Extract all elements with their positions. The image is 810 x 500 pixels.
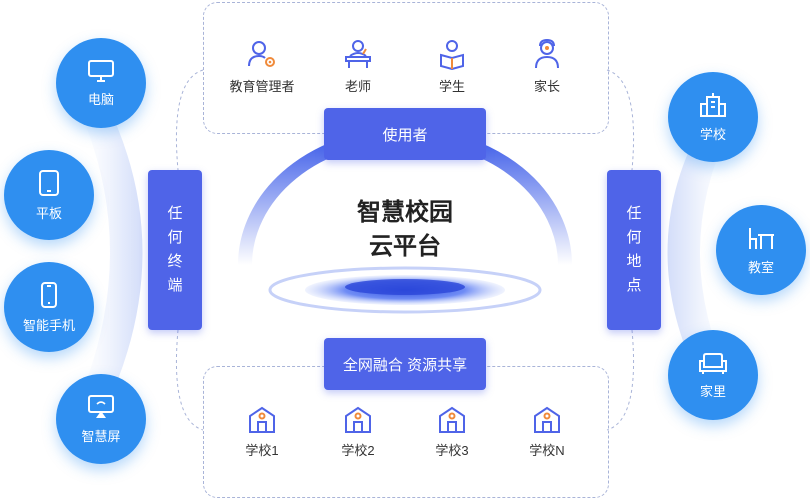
platform-title-line2: 云平台: [369, 233, 441, 260]
terminal-label: 智慧屏: [81, 428, 121, 444]
user-parent: 家长: [507, 38, 587, 95]
parent-icon: [535, 38, 559, 69]
school-item: 学校N: [507, 404, 587, 459]
user-admin: 教育管理者: [222, 38, 302, 95]
platform-title: 智慧校园 云平台: [305, 196, 505, 264]
place-classroom: 教室: [716, 205, 806, 295]
school-item: 学校3: [412, 404, 492, 459]
user-student: 学生: [412, 38, 492, 95]
platform-ring: [268, 266, 542, 314]
smartphone-icon: [41, 281, 57, 308]
left-glow: [70, 90, 143, 420]
school-label: 学校1: [245, 443, 279, 458]
school-building-icon: [534, 406, 560, 433]
school-item: 学校2: [318, 404, 398, 459]
right-glow: [667, 110, 740, 400]
place-label: 学校: [699, 126, 726, 142]
school-label: 学校2: [341, 443, 375, 458]
connector: [175, 329, 204, 431]
user-label: 家长: [533, 79, 560, 94]
platform-core: [345, 279, 465, 295]
terminal-smartphone: 智能手机: [4, 262, 94, 352]
user-teacher: 老师: [318, 38, 398, 95]
any-terminal-bar: 任 何 终 端: [148, 170, 202, 330]
user-label: 老师: [344, 79, 371, 94]
school-label: 学校3: [435, 443, 469, 458]
student-reading-icon: [440, 40, 464, 70]
terminal-tablet: 平板: [4, 150, 94, 240]
user-label: 学生: [438, 79, 465, 94]
tablet-icon: [39, 169, 59, 196]
place-label: 教室: [747, 259, 774, 275]
school-building-icon: [439, 406, 465, 433]
terminal-computer: 电脑: [56, 38, 146, 128]
school-item: 学校1: [222, 404, 302, 459]
sofa-icon: [699, 352, 727, 374]
any-place-bar: 任 何 地 点: [607, 170, 661, 330]
school-icon: [700, 92, 726, 117]
platform-title-line1: 智慧校园: [357, 199, 453, 226]
user-label: 教育管理者: [229, 79, 295, 94]
school-label: 学校N: [529, 443, 565, 458]
school-building-icon: [249, 406, 275, 433]
connector: [175, 69, 204, 171]
school-building-icon: [345, 406, 371, 433]
terminal-label: 智能手机: [22, 317, 75, 333]
connector: [606, 329, 635, 431]
terminal-smart-screen: 智慧屏: [56, 374, 146, 464]
terminal-label: 平板: [35, 205, 62, 221]
place-label: 家里: [699, 383, 726, 399]
resources-bar: 全网融合 资源共享: [324, 338, 486, 390]
users-bar: 使用者: [324, 108, 486, 160]
smart-screen-icon: [88, 394, 114, 418]
terminal-label: 电脑: [87, 91, 114, 107]
admin-gear-icon: [248, 41, 275, 67]
place-school: 学校: [668, 72, 758, 162]
classroom-desk-icon: [749, 227, 774, 249]
connector: [606, 69, 635, 171]
monitor-icon: [88, 59, 114, 82]
place-home: 家里: [668, 330, 758, 420]
teacher-icon: [345, 40, 371, 68]
